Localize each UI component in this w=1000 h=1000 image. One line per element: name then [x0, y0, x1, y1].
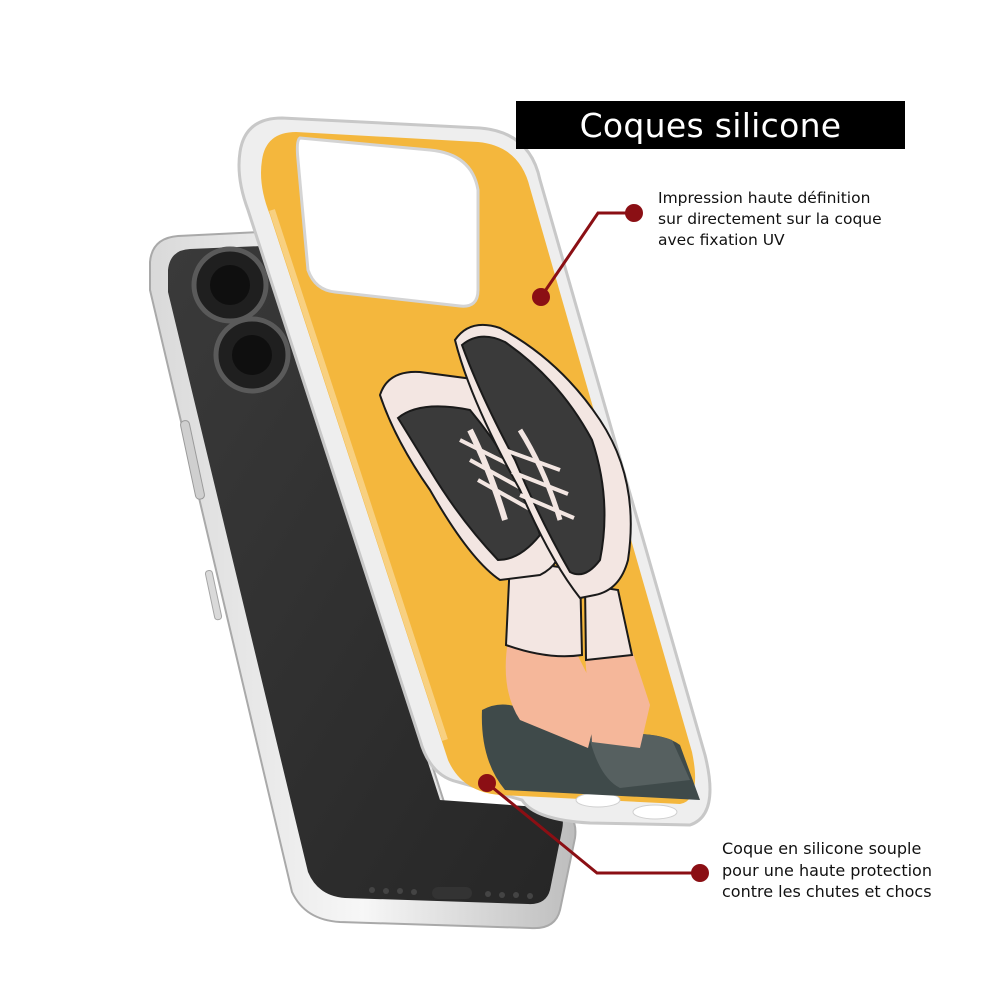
callout-line: avec fixation UV	[658, 231, 785, 249]
sneaker-illustration	[378, 324, 700, 800]
callout-print-quality: Impression haute définition sur directem…	[658, 188, 882, 251]
callout-line: contre les chutes et chocs	[722, 882, 932, 901]
callout-lines	[486, 211, 700, 875]
callout-line: Coque en silicone souple	[722, 839, 922, 858]
callout-line: Impression haute définition	[658, 189, 871, 207]
camera-module	[191, 246, 291, 394]
page-title: Coques silicone	[516, 101, 905, 149]
callout-line: sur directement sur la coque	[658, 210, 882, 228]
callout-material: Coque en silicone souple pour une haute …	[722, 838, 932, 903]
callout-dot-icon	[478, 204, 709, 882]
callout-line: pour une haute protection	[722, 860, 932, 880]
